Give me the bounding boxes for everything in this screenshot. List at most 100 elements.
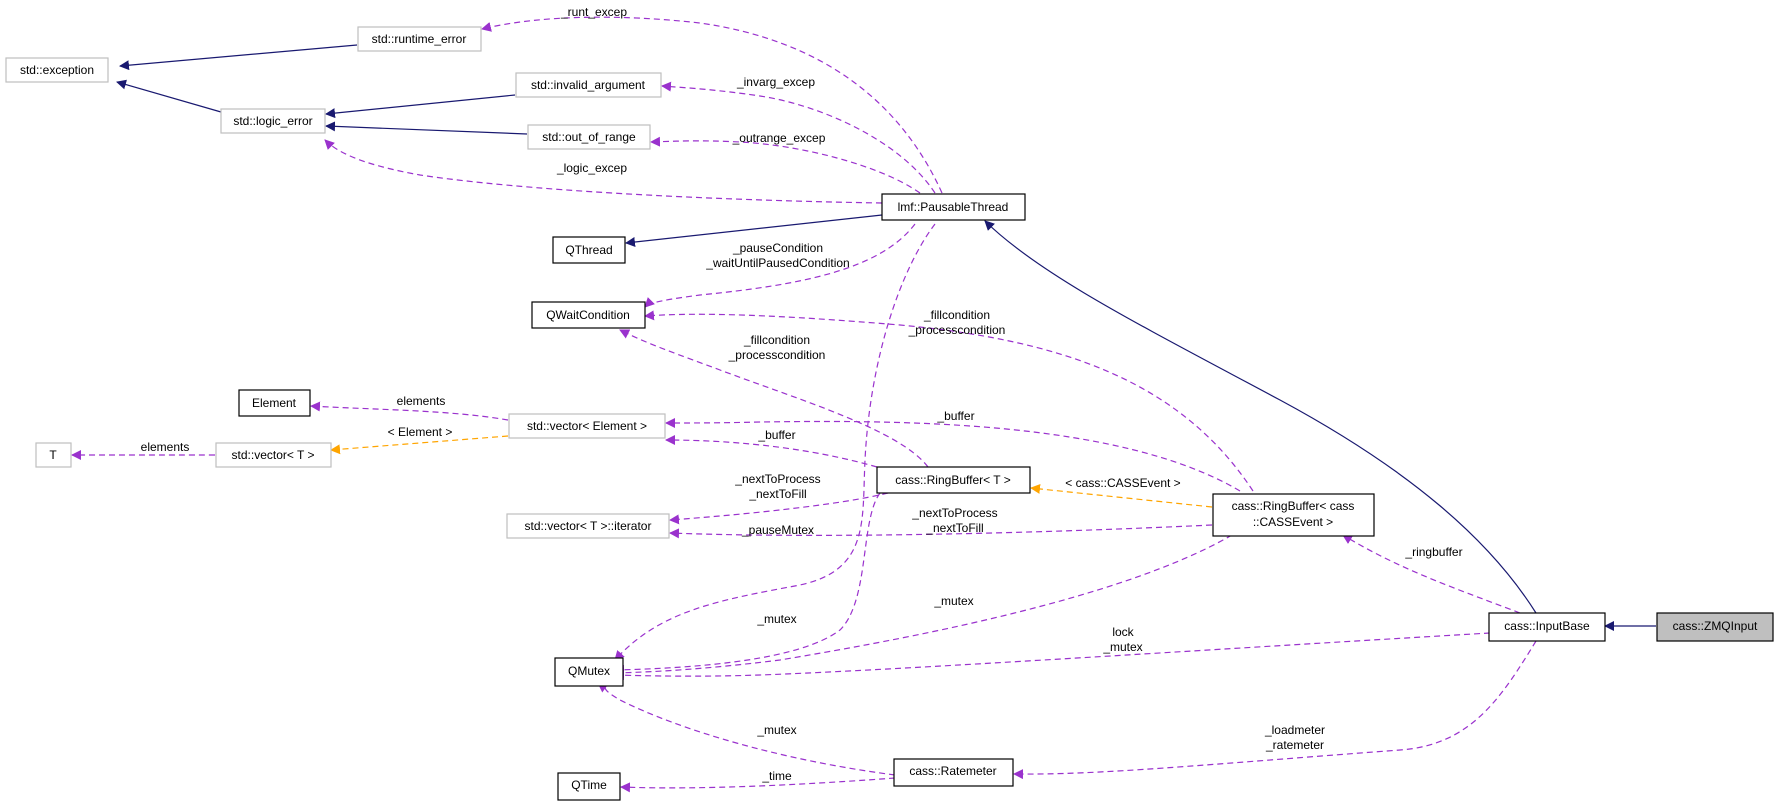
edge-logic-excep: [324, 139, 883, 204]
edge-inputbase-lock-mutex: [614, 632, 1491, 681]
node-std-vector-t[interactable]: std::vector< T >: [215, 442, 332, 468]
node-std-vector-t-iterator-label: std::vector< T >::iterator: [525, 519, 652, 533]
node-std-invalid-argument-label: std::invalid_argument: [531, 78, 646, 92]
node-ringbuffer-t-label: cass::RingBuffer< T >: [895, 473, 1010, 487]
edge-labels: _runt_excep _invarg_excep _outrange_exce…: [141, 5, 1463, 783]
node-ringbuffer-cassevent-label-line2: ::CASSEvent >: [1253, 515, 1333, 529]
label-mutex-d: _mutex: [756, 723, 796, 737]
edge-out-of-range-to-logic-error: [325, 121, 528, 135]
edges: [71, 16, 1656, 793]
node-std-logic-error-label: std::logic_error: [233, 114, 312, 128]
label-next-to-process-b: _nextToProcess: [911, 506, 997, 520]
node-std-vector-element[interactable]: std::vector< Element >: [508, 413, 666, 439]
label-next-to-fill-b: _nextToFill: [925, 521, 983, 535]
node-inputbase-label: cass::InputBase: [1504, 619, 1590, 633]
label-pause-mutex: _pauseMutex: [741, 523, 814, 537]
edge-ringbuffer-t-next: [669, 492, 889, 525]
node-t[interactable]: T: [35, 442, 72, 468]
node-lmf-pausable-thread[interactable]: lmf::PausableThread: [881, 193, 1026, 221]
edge-pause-conditions: [644, 223, 916, 308]
label-mutex-c: _mutex: [1102, 640, 1142, 654]
node-std-out-of-range-label: std::out_of_range: [542, 130, 636, 144]
node-zmqinput-label: cass::ZMQInput: [1673, 619, 1758, 633]
edge-ratemeter-time: [620, 777, 896, 793]
label-outrange-excep: _outrange_excep: [732, 131, 826, 145]
label-mutex-a: _mutex: [933, 594, 973, 608]
label-mutex-b: _mutex: [756, 612, 796, 626]
node-std-invalid-argument[interactable]: std::invalid_argument: [515, 72, 662, 98]
node-std-runtime-error[interactable]: std::runtime_error: [357, 26, 482, 52]
label-elements-b: elements: [141, 440, 190, 454]
edge-ringbuffer-t-buffer: [665, 435, 878, 468]
label-next-to-process-a: _nextToProcess: [734, 472, 820, 486]
edge-invalid-argument-to-logic-error: [325, 94, 516, 119]
label-invarg-excep: _invarg_excep: [736, 75, 815, 89]
node-qthread-label: QThread: [565, 243, 612, 257]
node-t-label: T: [49, 448, 57, 462]
node-qthread[interactable]: QThread: [552, 236, 626, 264]
node-inputbase[interactable]: cass::InputBase: [1488, 612, 1606, 642]
edge-ringbuffer-cassevent-buffer: [665, 417, 1241, 492]
edge-outrange-excep: [650, 136, 921, 194]
edge-ringbuffer-t-conditions: [619, 329, 929, 468]
node-std-vector-t-label: std::vector< T >: [232, 448, 315, 462]
node-ringbuffer-cassevent[interactable]: cass::RingBuffer< cass ::CASSEvent >: [1212, 493, 1375, 537]
label-runt-excep: _runt_excep: [560, 5, 627, 19]
label-ringbuffer: _ringbuffer: [1404, 545, 1462, 559]
edge-inputbase-ratemeter: [1013, 640, 1537, 780]
node-lmf-pausable-thread-label: lmf::PausableThread: [898, 200, 1009, 214]
node-std-vector-t-iterator[interactable]: std::vector< T >::iterator: [506, 513, 670, 539]
edge-inputbase-ringbuffer: [1342, 534, 1521, 614]
edge-ratemeter-mutex: [597, 683, 896, 776]
edge-inputbase-to-pausable-thread: [984, 220, 1537, 614]
node-element[interactable]: Element: [238, 389, 311, 417]
nodes: std::exception std::runtime_error std::l…: [5, 26, 1774, 801]
node-qwaitcondition-label: QWaitCondition: [546, 308, 630, 322]
node-qmutex[interactable]: QMutex: [554, 657, 624, 687]
edge-invarg-excep: [661, 81, 936, 194]
node-qmutex-label: QMutex: [568, 664, 610, 678]
label-ratemeter: _ratemeter: [1265, 738, 1324, 752]
node-qwaitcondition[interactable]: QWaitCondition: [531, 301, 646, 329]
label-buffer-a: _buffer: [936, 409, 974, 423]
node-ringbuffer-t[interactable]: cass::RingBuffer< T >: [876, 466, 1031, 494]
edge-ringbuffer-cassevent-mutex: [614, 534, 1233, 678]
edge-vector-element-elements: [310, 401, 509, 421]
edge-runtime-error-to-exception: [119, 44, 358, 71]
label-cassevent-template: < cass::CASSEvent >: [1065, 476, 1180, 490]
node-std-out-of-range[interactable]: std::out_of_range: [527, 124, 651, 150]
node-ratemeter-label: cass::Ratemeter: [909, 764, 996, 778]
node-qtime-label: QTime: [571, 778, 607, 792]
node-std-exception-label: std::exception: [20, 63, 94, 77]
edge-pausable-thread-to-qthread: [625, 214, 883, 247]
label-elements-a: elements: [397, 394, 446, 408]
edge-logic-error-to-exception: [116, 79, 222, 113]
edge-ringbuffer-cassevent-next: [669, 524, 1213, 539]
node-std-vector-element-label: std::vector< Element >: [527, 419, 647, 433]
label-next-to-fill-a: _nextToFill: [748, 487, 806, 501]
label-element-template: < Element >: [388, 425, 453, 439]
node-std-logic-error[interactable]: std::logic_error: [220, 108, 326, 134]
node-zmqinput[interactable]: cass::ZMQInput: [1656, 612, 1774, 642]
edge-pausemutex: [614, 223, 936, 661]
label-wait-until-paused: _waitUntilPausedCondition: [705, 256, 849, 270]
edge-runt-excep: [481, 16, 943, 194]
label-lock: lock: [1112, 625, 1134, 639]
node-element-label: Element: [252, 396, 297, 410]
node-qtime[interactable]: QTime: [557, 772, 621, 801]
node-ratemeter[interactable]: cass::Ratemeter: [893, 758, 1014, 787]
label-fillcondition-b: _fillcondition: [743, 333, 810, 347]
edge-ringbuffer-cassevent-conditions: [644, 310, 1254, 492]
label-buffer-b: _buffer: [757, 428, 795, 442]
label-logic-excep: _logic_excep: [556, 161, 627, 175]
edge-ringbuffer-t-mutex: [614, 492, 881, 675]
node-std-exception[interactable]: std::exception: [5, 57, 109, 83]
label-fillcondition-a: _fillcondition: [923, 308, 990, 322]
label-time: _time: [761, 769, 792, 783]
edge-ringbuffer-cassevent-to-ringbuffer-t: [1030, 483, 1213, 508]
node-std-runtime-error-label: std::runtime_error: [372, 32, 467, 46]
label-processcondition-a: _processcondition: [908, 323, 1006, 337]
label-processcondition-b: _processcondition: [728, 348, 826, 362]
label-pause-condition: _pauseCondition: [732, 241, 823, 255]
